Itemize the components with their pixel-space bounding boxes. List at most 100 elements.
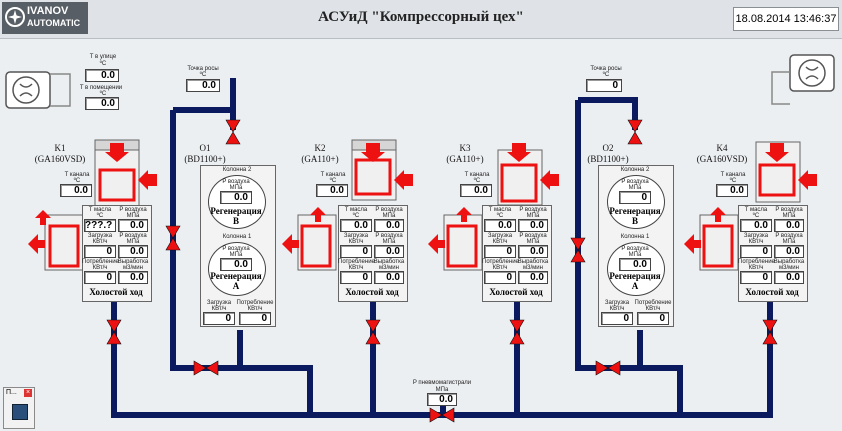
- k1-toil-label: T масла: [88, 207, 112, 213]
- k4-cons-unit: КВт/ч: [748, 265, 764, 271]
- valve-k1: [106, 319, 122, 345]
- k1-load-value: 0: [84, 245, 116, 258]
- o2-col2-label: Колонна 2: [620, 167, 650, 173]
- k2-toil-value: 0.0: [340, 219, 372, 232]
- t-out-value: 0.0: [85, 69, 119, 82]
- minimized-window[interactable]: П... ×: [3, 387, 35, 429]
- k3-cons-value: 0: [484, 271, 516, 284]
- k3-load-label: Загрузка: [487, 233, 513, 239]
- fan-left-icon: [5, 71, 71, 109]
- valve-o2-top: [627, 119, 643, 145]
- t-in-unit: ºC: [99, 91, 107, 97]
- k2-cons-value: 0: [340, 271, 372, 284]
- k1-tchan-value: 0.0: [60, 184, 92, 197]
- k1-name: K1: [54, 143, 66, 153]
- close-icon[interactable]: ×: [24, 389, 32, 397]
- k4-name: K4: [716, 143, 728, 153]
- k2-tchan-value: 0.0: [316, 184, 348, 197]
- logo-line1: IVANOV: [27, 5, 69, 17]
- k1-model: (GA160VSD): [34, 154, 86, 164]
- k3-load-unit: КВт/ч: [492, 239, 508, 245]
- k4-out-label: Выработка: [773, 259, 805, 265]
- t-in-label: T в помещении: [79, 85, 123, 91]
- k1-pair-value: 0.0: [118, 219, 148, 232]
- k1-load-label: Загрузка: [87, 233, 113, 239]
- dew1-value: 0.0: [186, 79, 220, 92]
- valve-k4: [762, 319, 778, 345]
- k4-tchan-label: T канала: [720, 172, 746, 178]
- k2-cons-unit: КВт/ч: [348, 265, 364, 271]
- o2-cons-label: Потребление: [634, 300, 672, 306]
- k3-cons-unit: КВт/ч: [492, 265, 508, 271]
- k3-out-value: 0.0: [518, 271, 548, 284]
- header-bar: IVANOV AUTOMATIC АСУиД "Компрессорный це…: [0, 0, 842, 39]
- o1-to-main: [240, 365, 313, 415]
- k2-load-unit: КВт/ч: [348, 239, 364, 245]
- o2-load-value: 0: [601, 312, 633, 325]
- k3-out-unit: м3/мин: [523, 265, 543, 271]
- k3-toil-unit: ºC: [496, 213, 504, 219]
- o1-col1-regen: Регенерация: [210, 271, 262, 281]
- k3-pair2-value: 0.0: [518, 245, 548, 258]
- k2-tchan-unit: ºC: [329, 178, 337, 184]
- k2-tchan-label: T канала: [320, 172, 346, 178]
- o1-cons-label: Потребление: [236, 300, 274, 306]
- fan-right-icon: [771, 54, 835, 105]
- datetime-display: 18.08.2014 13:46:37: [733, 7, 839, 31]
- o1-col1-pair-unit: МПа: [229, 252, 243, 258]
- k4-pair2-label: P воздуха: [775, 233, 803, 239]
- valve-o1-bottom: [193, 360, 219, 376]
- k2-cons-label: Потребление: [338, 259, 375, 265]
- k3-pair-value: 0.0: [518, 219, 548, 232]
- o2-name: O2: [602, 143, 614, 153]
- valve-k2: [365, 319, 381, 345]
- k1-load-unit: КВт/ч: [92, 239, 108, 245]
- k4-out-unit: м3/мин: [779, 265, 799, 271]
- valve-o2-bottom: [595, 360, 621, 376]
- k1-cons-label: Потребление: [82, 259, 119, 265]
- k1-cons-value: 0: [84, 271, 116, 284]
- o2-cons-value: 0: [637, 312, 669, 325]
- k4-load-label: Загрузка: [743, 233, 769, 239]
- k2-load-label: Загрузка: [343, 233, 369, 239]
- k4-pair-unit: МПа: [782, 213, 796, 219]
- k3-load-value: 0: [484, 245, 516, 258]
- o2-col2-regen: Регенерация: [609, 206, 661, 216]
- dew1-unit: ºC: [199, 72, 207, 78]
- dew2-label: Точка росы: [590, 66, 622, 72]
- o2-load-unit: КВт/ч: [609, 306, 625, 312]
- k3-name: K3: [459, 143, 471, 153]
- o2-col2-value: 0: [619, 191, 651, 204]
- o1-cons-unit: КВт/ч: [247, 306, 263, 312]
- o1-col1-label: Колонна 1: [222, 234, 252, 240]
- k4-toil-value: 0.0: [740, 219, 772, 232]
- k1-out-value: 0.0: [118, 271, 148, 284]
- k4-load-value: 0: [740, 245, 772, 258]
- k3-toil-value: 0.0: [484, 219, 516, 232]
- k3-pair-label: P воздуха: [519, 207, 547, 213]
- app-icon[interactable]: [12, 404, 28, 420]
- valve-o1-left: [165, 225, 181, 251]
- o2-top-branch: [578, 97, 638, 130]
- k2-out-label: Выработка: [373, 259, 405, 265]
- o1-col2-value: 0.0: [220, 191, 252, 204]
- o1-col2-letter: B: [232, 216, 239, 226]
- k4-tchan-unit: ºC: [729, 178, 737, 184]
- k3-tchan-value: 0.0: [460, 184, 492, 197]
- k4-cons-value: 0: [740, 271, 772, 284]
- valve-o2-left: [570, 237, 586, 263]
- o1-cons-value: 0: [239, 312, 271, 325]
- k2-out-value: 0.0: [374, 271, 404, 284]
- k4-toil-unit: ºC: [752, 213, 760, 219]
- o2-col1-value: 0.0: [619, 258, 651, 271]
- o2-col1-label: Колонна 1: [620, 234, 650, 240]
- k2-pair-value: 0.0: [374, 219, 404, 232]
- o1-load-value: 0: [203, 312, 235, 325]
- o2-col1-pair-unit: МПа: [628, 252, 642, 258]
- k3-tchan-unit: ºC: [473, 178, 481, 184]
- valve-o1-top: [225, 119, 241, 145]
- o2-to-main: [640, 365, 683, 415]
- k1-out-unit: м3/мин: [123, 265, 143, 271]
- main-line-unit: МПа: [435, 387, 449, 393]
